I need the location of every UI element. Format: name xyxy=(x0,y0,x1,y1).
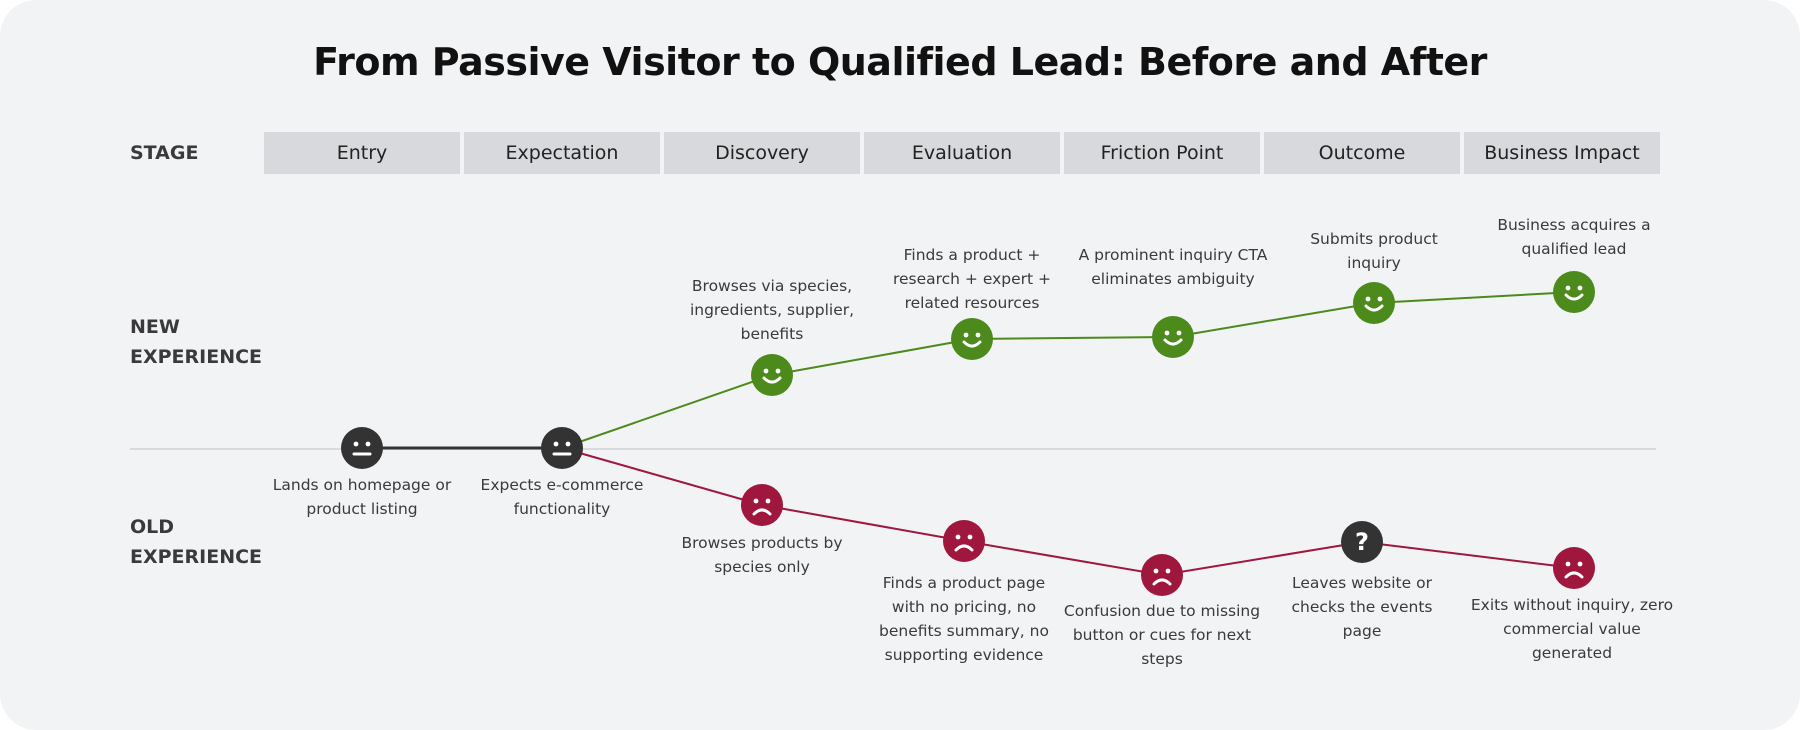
frown-face-icon xyxy=(943,520,985,562)
new-business-impact-label: Business acquires a qualified lead xyxy=(1497,216,1651,258)
stage-expectation: Expectation xyxy=(464,132,660,174)
frown-face-icon xyxy=(741,484,783,526)
stage-business-impact: Business Impact xyxy=(1464,132,1660,174)
new-friction-point-label: A prominent inquiry CTA eliminates ambig… xyxy=(1078,246,1268,288)
expectation-shared-label: Expects e-commerce functionality xyxy=(480,476,644,518)
new-experience-line xyxy=(561,291,1575,449)
neutral-face-icon xyxy=(341,427,383,469)
stage-row-label: STAGE xyxy=(130,142,199,164)
old-outcome-label: Leaves website or checks the events page xyxy=(1291,574,1433,640)
stage-discovery: Discovery xyxy=(664,132,860,174)
diagram-title: From Passive Visitor to Qualified Lead: … xyxy=(313,40,1487,84)
smiley-face-icon xyxy=(1353,282,1395,324)
stage-friction-point: Friction Point xyxy=(1064,132,1260,174)
smiley-face-icon xyxy=(751,354,793,396)
question-glyph: ? xyxy=(1355,528,1369,556)
smiley-face-icon xyxy=(1553,271,1595,313)
old-business-impact-label: Exits without inquiry, zero commercial v… xyxy=(1470,596,1674,662)
stage-evaluation: Evaluation xyxy=(864,132,1060,174)
new-discovery-label: Browses via species, ingredients, suppli… xyxy=(689,277,855,343)
new-outcome-label: Submits product inquiry xyxy=(1310,230,1438,272)
frown-face-icon xyxy=(1141,554,1183,596)
smiley-face-icon xyxy=(1152,316,1194,358)
old-discovery-label: Browses products by species only xyxy=(681,534,843,576)
old-experience-line xyxy=(561,447,1575,577)
old-evaluation-label: Finds a product page with no pricing, no… xyxy=(879,574,1049,664)
old-experience-label: OLD EXPERIENCE xyxy=(130,516,263,568)
neutral-face-icon xyxy=(541,427,583,469)
frown-face-icon xyxy=(1553,547,1595,589)
entry-shared-label: Lands on homepage or product listing xyxy=(272,476,452,518)
old-friction-point-label: Confusion due to missing button or cues … xyxy=(1063,602,1261,668)
stage-outcome: Outcome xyxy=(1264,132,1460,174)
new-experience-label: NEW EXPERIENCE xyxy=(130,316,263,368)
stage-entry: Entry xyxy=(264,132,460,174)
smiley-face-icon xyxy=(951,318,993,360)
new-evaluation-label: Finds a product + research + expert + re… xyxy=(892,246,1052,312)
question-mark-icon: ? xyxy=(1341,521,1383,563)
